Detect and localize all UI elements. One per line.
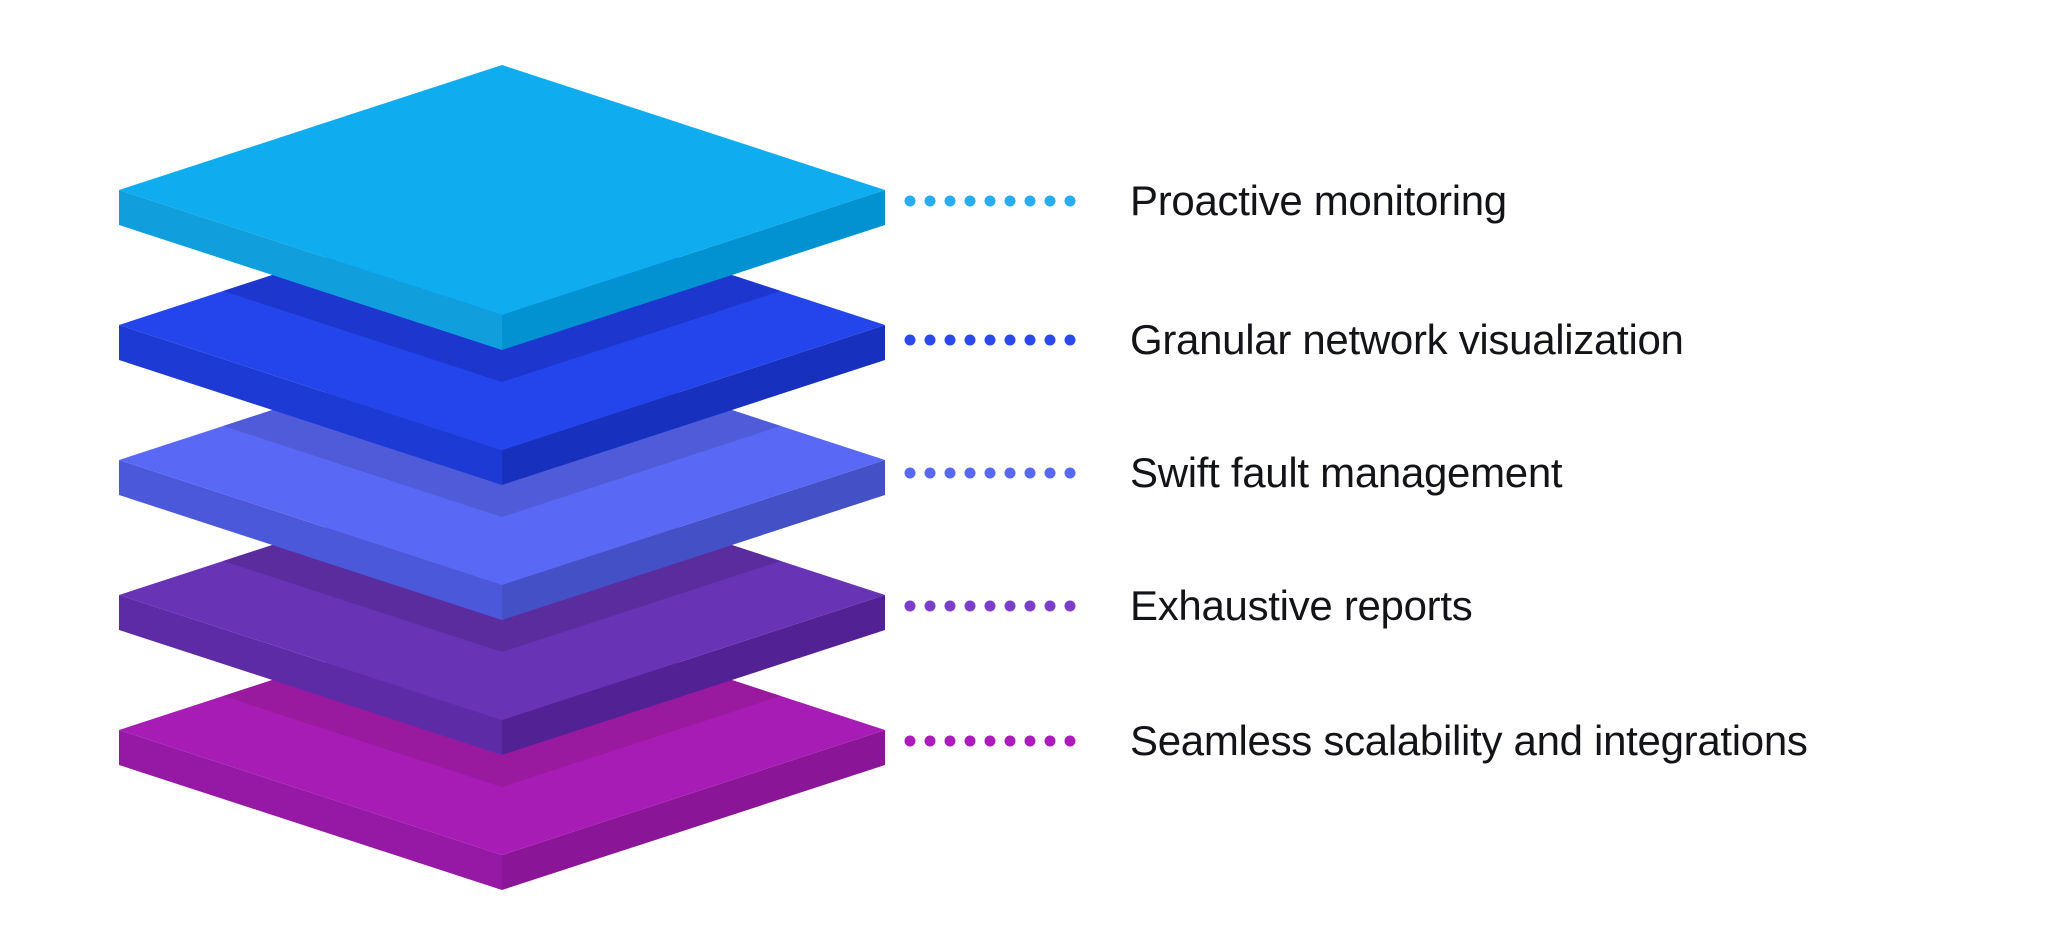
layer-2-right-face — [502, 325, 885, 485]
leader-dot — [924, 735, 936, 747]
leader-dot — [904, 735, 916, 747]
leader-dot — [1024, 600, 1036, 612]
leader-dot — [964, 600, 976, 612]
leader-dot — [984, 600, 996, 612]
leader-dots-row-3 — [904, 467, 1076, 479]
leader-dot — [964, 195, 976, 207]
layer-label-1: Proactive monitoring — [1130, 177, 1507, 224]
layer-2-left-face — [119, 325, 502, 485]
leader-dot — [924, 334, 936, 346]
leader-dot — [1064, 467, 1076, 479]
leader-dot — [1024, 195, 1036, 207]
layer-5-cast-shadow — [223, 680, 781, 787]
leader-dot — [1024, 334, 1036, 346]
leader-dot — [904, 600, 916, 612]
leader-dot — [944, 735, 956, 747]
leader-dot — [1044, 195, 1056, 207]
leader-dot — [924, 467, 936, 479]
leader-dot — [1064, 334, 1076, 346]
layer-4-left-face — [119, 595, 502, 755]
layer-4-right-face — [502, 595, 885, 755]
leader-dot — [964, 467, 976, 479]
leader-dot — [1044, 735, 1056, 747]
leader-dots-row-5 — [904, 735, 1076, 747]
layer-5-right-face — [502, 730, 885, 890]
leader-dot — [984, 467, 996, 479]
leader-dot — [964, 735, 976, 747]
leader-dot — [944, 600, 956, 612]
layer-label-2: Granular network visualization — [1130, 316, 1684, 363]
leader-dot — [1004, 334, 1016, 346]
layer-1-top-face — [119, 65, 885, 315]
leader-dot — [984, 334, 996, 346]
leader-dot — [1044, 334, 1056, 346]
layer-1-right-face — [502, 190, 885, 350]
layer-4-cast-shadow — [223, 545, 781, 652]
leader-dot — [1044, 600, 1056, 612]
leader-dot — [924, 600, 936, 612]
leader-dot — [1064, 735, 1076, 747]
leader-dot — [1004, 467, 1016, 479]
leader-dot — [984, 735, 996, 747]
layer-label-3: Swift fault management — [1130, 449, 1563, 496]
layer-3-cast-shadow — [223, 410, 781, 517]
leader-dot — [1064, 195, 1076, 207]
leader-dot — [984, 195, 996, 207]
leader-dot — [1004, 600, 1016, 612]
leader-dot — [944, 334, 956, 346]
leader-dot — [1024, 735, 1036, 747]
layer-3-right-face — [502, 460, 885, 620]
layer-2-cast-shadow — [223, 275, 781, 382]
leader-dot — [1064, 600, 1076, 612]
layer-1-left-face — [119, 190, 502, 350]
layer-5-left-face — [119, 730, 502, 890]
leader-dot — [924, 195, 936, 207]
leader-dot — [904, 195, 916, 207]
leader-dot — [944, 195, 956, 207]
leader-dot — [1004, 195, 1016, 207]
leader-dot — [964, 334, 976, 346]
leader-dots-row-4 — [904, 600, 1076, 612]
layer-label-5: Seamless scalability and integrations — [1130, 717, 1808, 764]
leader-dot — [904, 467, 916, 479]
leader-dot — [1004, 735, 1016, 747]
leader-dot — [944, 467, 956, 479]
leader-dot — [1024, 467, 1036, 479]
leader-dots-row-2 — [904, 334, 1076, 346]
layer-label-4: Exhaustive reports — [1130, 582, 1473, 629]
leader-dot — [1044, 467, 1056, 479]
layer-3-left-face — [119, 460, 502, 620]
leader-dots-row-1 — [904, 195, 1076, 207]
leader-dot — [904, 334, 916, 346]
